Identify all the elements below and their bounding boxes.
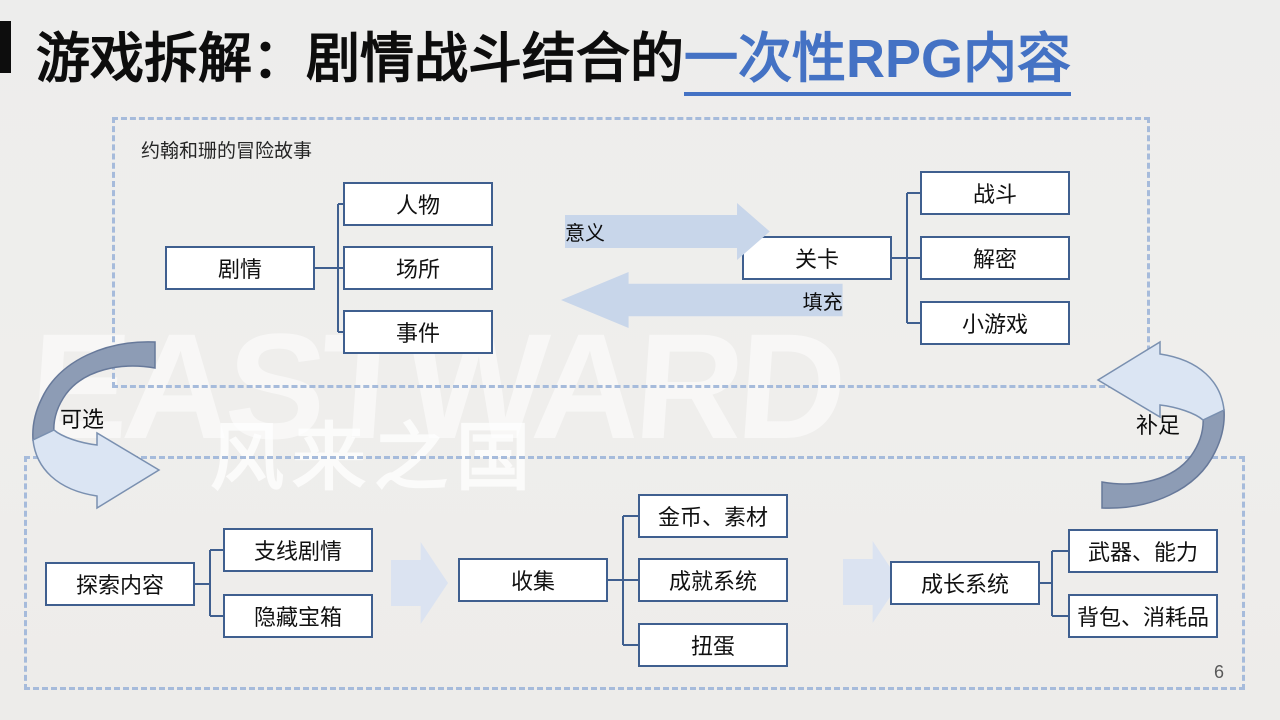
node-coins-materials: 金币、素材	[638, 494, 788, 538]
node-minigame: 小游戏	[920, 301, 1070, 345]
optional-content-section-container	[24, 456, 1245, 690]
node-collection: 收集	[458, 558, 608, 602]
title-black-text: 游戏拆解：剧情战斗结合的	[36, 29, 684, 89]
page-number: 6	[1214, 662, 1225, 682]
title-accent-bar	[0, 21, 11, 73]
node-combat: 战斗	[920, 171, 1070, 215]
node-inventory-consumables: 背包、消耗品	[1068, 594, 1218, 638]
provide-meaning-label: 提供意义	[525, 223, 605, 245]
title-blue-underlined-text: 一次性RPG内容	[684, 29, 1072, 96]
curve-light-band-arrowhead	[1096, 340, 1225, 421]
page-title: 游戏拆解：剧情战斗结合的一次性RPG内容	[36, 14, 1072, 96]
node-character: 人物	[343, 182, 493, 226]
story-section-label: 约翰和珊的冒险故事	[141, 141, 313, 162]
node-side-quest: 支线剧情	[223, 528, 373, 572]
node-growth-system: 成长系统	[890, 561, 1040, 605]
curved-up-arrow-icon	[1096, 340, 1225, 509]
curve-light-band-arrowhead	[32, 429, 161, 510]
node-story: 剧情	[165, 246, 315, 290]
node-event: 事件	[343, 310, 493, 354]
supplement-label: 补足	[1136, 413, 1181, 438]
optional-label: 可选	[60, 407, 105, 432]
fill-content-label: 填充内容	[802, 291, 883, 314]
node-weapons-abilities: 武器、能力	[1068, 529, 1218, 573]
story-section-container: 约翰和珊的冒险故事	[112, 117, 1150, 388]
node-puzzle: 解密	[920, 236, 1070, 280]
node-exploration: 探索内容	[45, 562, 195, 606]
node-location: 场所	[343, 246, 493, 290]
node-hidden-chest: 隐藏宝箱	[223, 594, 373, 638]
curved-down-arrow-icon	[32, 341, 161, 510]
node-achievement-system: 成就系统	[638, 558, 788, 602]
node-level: 关卡	[742, 236, 892, 280]
node-gacha: 扭蛋	[638, 623, 788, 667]
